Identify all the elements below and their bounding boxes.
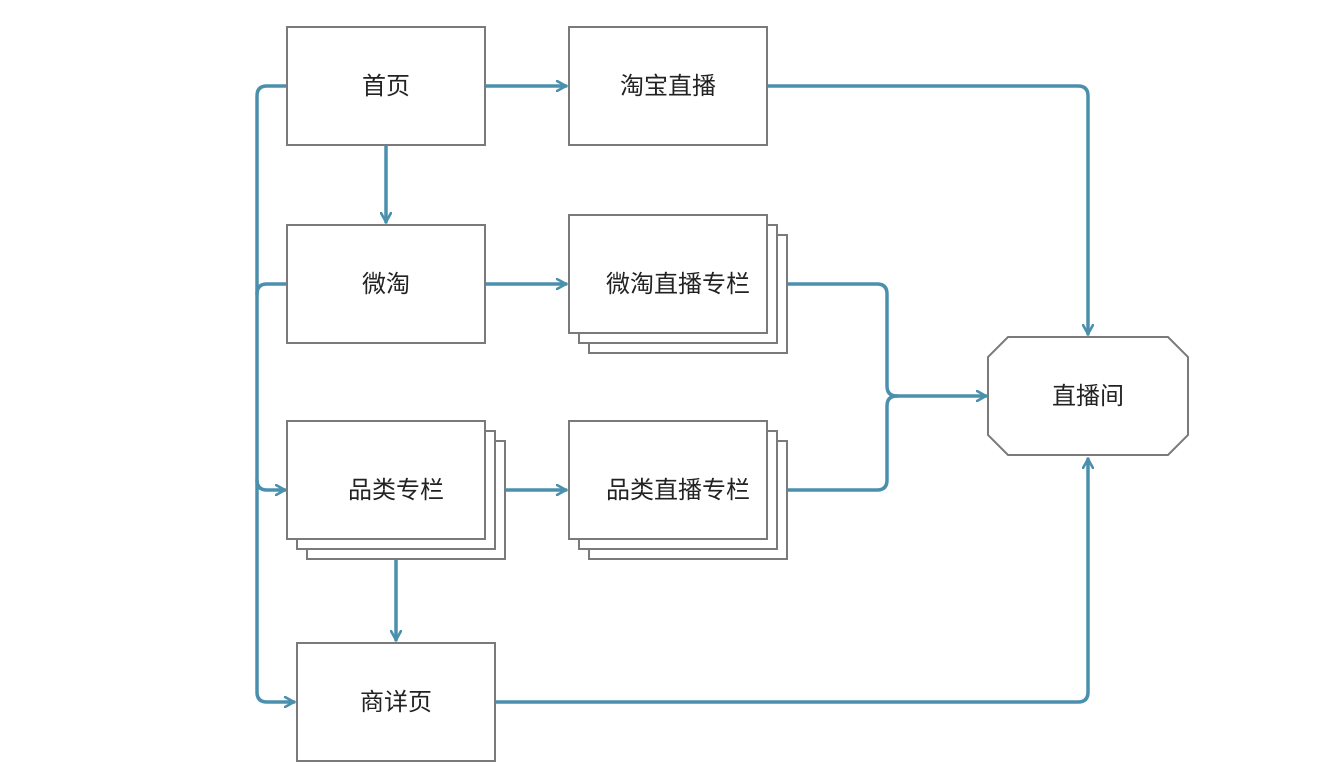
edges [255,84,1088,704]
node-product-detail: 商详页 [296,642,496,762]
edge-taobao-live-to-live-room [765,84,1088,336]
edge-trunk-to-category-column [255,478,287,490]
node-live-room: 直播间 [987,336,1189,456]
node-taobao-live: 淘宝直播 [568,26,768,146]
node-weitao-label: 微淘 [362,270,410,298]
edge-category-live-column-merge [785,394,899,492]
node-weitao-live-column: 微淘直播专栏 [568,214,788,354]
edge-home-trunk-to-product-detail [255,84,296,702]
node-category-column-label: 品类专栏 [348,476,444,504]
node-weitao: 微淘 [286,224,486,344]
node-live-room-label: 直播间 [1052,382,1124,410]
edge-product-detail-to-live-room [493,457,1088,704]
edge-weitao-to-trunk [255,282,289,296]
node-product-detail-label: 商详页 [360,688,432,716]
node-taobao-live-label: 淘宝直播 [620,72,716,100]
node-category-live-column: 品类直播专栏 [568,420,788,560]
node-home: 首页 [286,26,486,146]
edge-weitao-live-column-merge [785,282,899,398]
node-home-label: 首页 [362,72,410,100]
node-category-live-column-label: 品类直播专栏 [606,476,750,504]
node-weitao-live-column-label: 微淘直播专栏 [606,270,750,298]
node-category-column: 品类专栏 [286,420,506,560]
